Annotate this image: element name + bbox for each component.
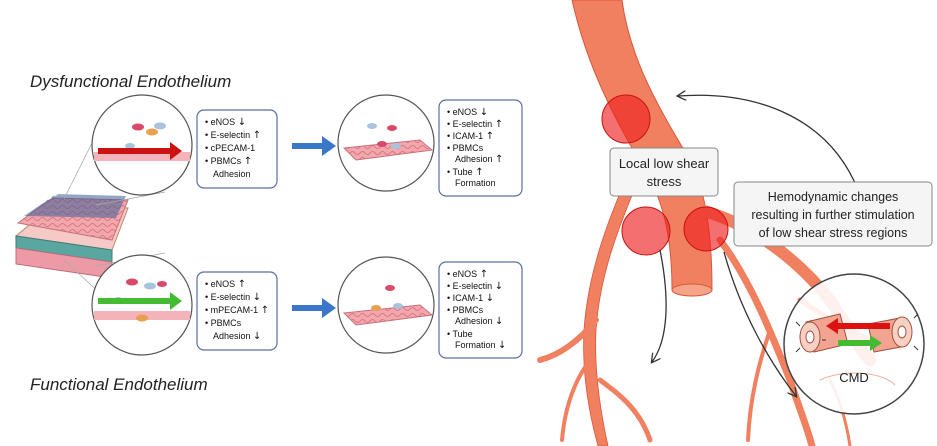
- functional-vessel-circle: [92, 255, 192, 355]
- dys-left-marker-box: • eNOS ↓ • E-selectin ↑ • cPECAM-1 • PBM…: [197, 110, 277, 188]
- low-shear-hotspot: [602, 95, 650, 143]
- marker-item: Adhesion ↑: [455, 154, 503, 165]
- marker-item: • E-selectin ↓: [447, 281, 503, 292]
- fun-left-marker-box: • eNOS ↑ • E-selectin ↓ • mPECAM-1 ↑ • P…: [197, 272, 277, 350]
- marker-item: • Tube ↑: [447, 167, 484, 178]
- marker-item: • PBMCs: [447, 143, 484, 153]
- functional-transition-arrow: [292, 298, 336, 318]
- marker-item: • PBMCs ↑: [205, 156, 252, 167]
- cmd-label: CMD: [839, 370, 869, 385]
- marker-item: Adhesion ↓: [455, 316, 503, 327]
- marker-item: • ICAM-1 ↓: [447, 293, 494, 304]
- cmd-circle: CMD: [784, 274, 924, 414]
- hemodynamic-changes-label: Hemodynamic changes resulting in further…: [734, 182, 932, 246]
- marker-item: • ICAM-1 ↑: [447, 131, 494, 142]
- marker-item: • PBMCs: [447, 305, 484, 315]
- low-shear-hotspot: [684, 207, 728, 251]
- svg-text:stress: stress: [647, 174, 682, 189]
- marker-item: • E-selectin ↑: [205, 130, 261, 141]
- dysfunctional-title: Dysfunctional Endothelium: [30, 72, 231, 91]
- marker-item: Adhesion ↓: [213, 331, 261, 342]
- branch-arrow: [652, 250, 666, 362]
- marker-item: • PBMCs: [205, 318, 242, 328]
- marker-item: Formation ↓: [455, 340, 506, 351]
- dysfunctional-vessel-circle: [92, 95, 192, 195]
- marker-item: Adhesion: [213, 169, 251, 179]
- marker-item: Formation: [455, 178, 496, 188]
- functional-title: Functional Endothelium: [30, 375, 208, 394]
- marker-item: • eNOS ↑: [205, 279, 246, 290]
- marker-item: • eNOS ↓: [205, 117, 246, 128]
- marker-item: • eNOS ↑: [447, 269, 488, 280]
- functional-tissue-circle: [338, 257, 434, 353]
- low-shear-hotspot: [622, 207, 670, 255]
- marker-item: • cPECAM-1: [205, 143, 255, 153]
- marker-item: • E-selectin ↑: [447, 119, 503, 130]
- marker-item: • Tube: [447, 329, 473, 339]
- fun-right-marker-box: • eNOS ↑ • E-selectin ↓ • ICAM-1 ↓ • PBM…: [439, 262, 522, 358]
- dysfunctional-transition-arrow: [292, 136, 336, 156]
- svg-text:resulting in further stimulati: resulting in further stimulation: [751, 208, 914, 222]
- marker-item: • eNOS ↓: [447, 107, 488, 118]
- svg-text:Local low shear: Local low shear: [619, 156, 710, 171]
- dysfunctional-tissue-circle: [338, 95, 434, 191]
- local-low-shear-label: Local low shear stress: [610, 148, 718, 196]
- dys-right-marker-box: • eNOS ↓ • E-selectin ↑ • ICAM-1 ↑ • PBM…: [439, 100, 522, 196]
- svg-text:of low shear stress regions: of low shear stress regions: [759, 226, 908, 240]
- svg-text:Hemodynamic changes: Hemodynamic changes: [768, 190, 899, 204]
- marker-item: • E-selectin ↓: [205, 292, 261, 303]
- marker-item: • mPECAM-1 ↑: [205, 305, 269, 316]
